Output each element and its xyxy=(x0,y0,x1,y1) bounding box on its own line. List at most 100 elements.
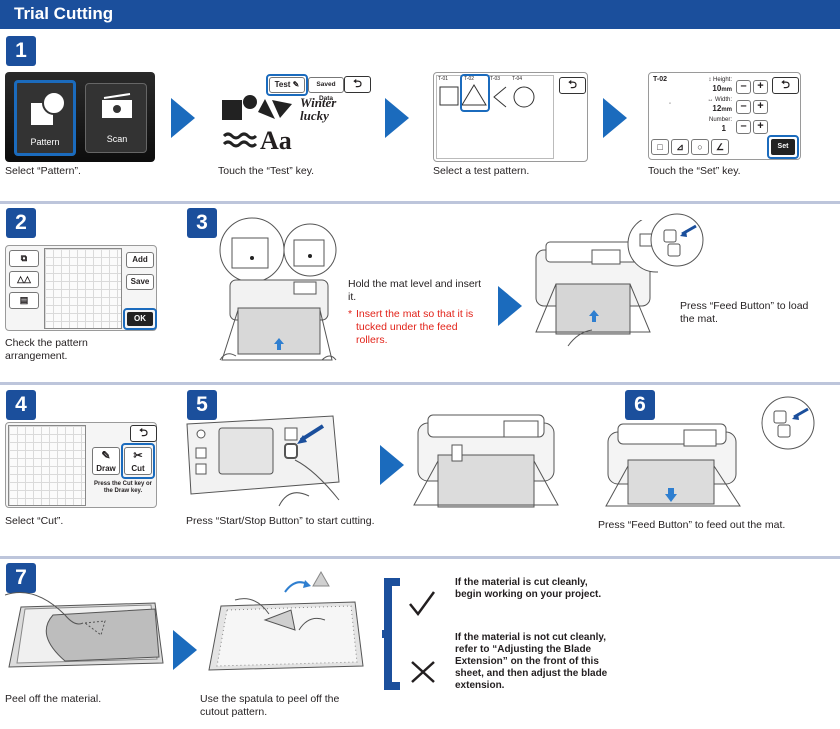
page-title: Trial Cutting xyxy=(14,4,114,23)
load-mat-illustration xyxy=(535,220,658,347)
pattern-icon xyxy=(31,91,66,125)
cut-draw-screen: ⮌ ✎ Draw ✂ Cut Press the Cut key or the … xyxy=(5,422,157,508)
note-feed-rollers: Insert the mat so that it is tucked unde… xyxy=(356,308,474,346)
instruction-hold-mat: Hold the mat level and insert it. xyxy=(348,278,482,303)
pattern-code-t01: T-01 xyxy=(438,76,449,82)
pattern-code-t04: T-04 xyxy=(512,76,523,82)
spatula-peel-illustration xyxy=(208,570,364,671)
align-icon[interactable]: ▤ xyxy=(9,292,39,309)
text-font-sample: Aa xyxy=(260,126,292,155)
height-plus-button[interactable]: + xyxy=(753,80,768,94)
next-arrow xyxy=(385,98,409,138)
number-value: 1 xyxy=(721,124,726,133)
step-badge-7: 7 xyxy=(6,563,36,593)
section-divider xyxy=(0,201,840,204)
insert-mat-illustration xyxy=(219,217,337,361)
instruction-feed-button: Press “Feed Button” to load the mat. xyxy=(680,300,809,325)
test-pattern-screen: T-01 T-02 T-03 T-04 ⮌ xyxy=(433,72,588,162)
note-asterisk: * xyxy=(348,308,353,320)
feed-button-zoom xyxy=(761,396,815,450)
saved-data-button[interactable]: Saved Data xyxy=(308,77,344,102)
step-badge-6: 6 xyxy=(625,390,655,420)
cutting-machine-illustration xyxy=(413,414,559,508)
back-button[interactable]: ⮌ xyxy=(344,76,371,93)
pattern-code-t02: T-02 xyxy=(464,76,475,82)
step-badge-1: 1 xyxy=(6,36,36,66)
result-ok-text: If the material is cut cleanly, begin wo… xyxy=(455,577,602,600)
result-ng-text: If the material is not cut cleanly, refe… xyxy=(455,632,608,691)
square-pattern[interactable] xyxy=(439,86,459,106)
width-minus-button[interactable]: – xyxy=(736,100,751,114)
height-minus-button[interactable]: – xyxy=(736,80,751,94)
mat-preview xyxy=(8,425,86,506)
back-button[interactable]: ⮌ xyxy=(772,77,799,94)
back-button[interactable]: ⮌ xyxy=(130,425,157,442)
back-button[interactable]: ⮌ xyxy=(559,77,586,94)
pattern-code-t03: T-03 xyxy=(490,76,501,82)
number-minus-button[interactable]: – xyxy=(736,120,751,134)
feed-out-illustration xyxy=(605,423,741,507)
pattern-label: Pattern xyxy=(30,137,60,147)
circle-pattern[interactable] xyxy=(513,86,535,108)
caption-start-cutting: Press “Start/Stop Button” to start cutti… xyxy=(186,515,375,527)
scan-label: Scan xyxy=(106,134,128,144)
caption-select-cut: Select “Cut”. xyxy=(5,515,64,527)
step-badge-3: 3 xyxy=(187,208,217,238)
cut-button[interactable]: ✂ Cut xyxy=(124,447,152,475)
pattern-button[interactable]: Pattern xyxy=(14,80,76,156)
step-badge-2: 2 xyxy=(6,208,36,238)
category-screen: Test ✎ Saved Data ⮌ Winter lucky Aa xyxy=(218,72,371,160)
blade-icon: ✂ xyxy=(133,450,143,462)
layout-screen: ⧉ △△ ▤ Add Save OK xyxy=(5,245,157,331)
width-value: 12 xyxy=(712,104,722,113)
scan-button[interactable]: Scan xyxy=(85,83,147,153)
test-key[interactable]: Test ✎ xyxy=(269,77,305,93)
check-icon xyxy=(409,591,436,617)
caption-select-test-pattern: Select a test pattern. xyxy=(433,165,530,177)
circle-icon[interactable]: ○ xyxy=(691,139,709,155)
rotate-icon[interactable]: □ xyxy=(651,139,669,155)
add-button[interactable]: Add xyxy=(126,252,154,268)
winter-font-sample: Winter xyxy=(300,95,337,110)
mat-preview xyxy=(44,248,122,329)
caption-peel-material: Peel off the material. xyxy=(5,693,102,705)
header-bar xyxy=(0,0,840,29)
cross-icon xyxy=(411,661,435,683)
control-panel-illustration xyxy=(186,415,340,507)
step-badge-4: 4 xyxy=(6,390,36,420)
caption-select-pattern: Select “Pattern”. xyxy=(5,165,81,177)
next-arrow xyxy=(173,630,197,670)
mirror-icon[interactable]: ⊿ xyxy=(671,139,689,155)
caption-check-arrangement: Check the pattern arrangement. xyxy=(5,337,88,362)
peel-material-illustration xyxy=(5,592,164,668)
seam-icon[interactable]: ∠ xyxy=(711,139,729,155)
pen-icon: ✎ xyxy=(101,450,111,462)
caption-touch-set: Touch the “Set” key. xyxy=(648,165,741,177)
border-pattern-icon xyxy=(222,132,258,148)
next-arrow xyxy=(171,98,195,138)
ok-button[interactable]: OK xyxy=(127,312,153,326)
draw-button[interactable]: ✎ Draw xyxy=(92,447,120,475)
lucky-font-sample: lucky xyxy=(300,108,329,123)
next-arrow xyxy=(603,98,627,138)
set-key[interactable]: Set xyxy=(771,139,795,155)
next-arrow xyxy=(498,286,522,326)
home-screen: Pattern Scan xyxy=(5,72,155,162)
result-bracket xyxy=(382,578,436,690)
cut-draw-hint: Press the Cut key or the Draw key. xyxy=(93,481,153,494)
number-label: Number: xyxy=(708,117,732,123)
pattern-code: T-02 xyxy=(653,76,668,83)
arrange-icon[interactable]: △△ xyxy=(9,271,39,288)
size-setting-screen: T-02 ◦ ↕ Height: 10mm ↔ Width: 12mm Numb… xyxy=(648,72,801,160)
caption-touch-test: Touch the “Test” key. xyxy=(218,165,315,177)
triangle-pattern[interactable] xyxy=(461,84,487,106)
layout-icon[interactable]: ⧉ xyxy=(9,250,39,267)
step-badge-5: 5 xyxy=(187,390,217,420)
width-plus-button[interactable]: + xyxy=(753,100,768,114)
height-label: Height: xyxy=(712,77,732,83)
section-divider xyxy=(0,556,840,559)
number-plus-button[interactable]: + xyxy=(753,120,768,134)
scan-icon xyxy=(102,93,132,118)
save-button[interactable]: Save xyxy=(126,274,154,290)
chevron-pattern[interactable] xyxy=(493,86,507,108)
